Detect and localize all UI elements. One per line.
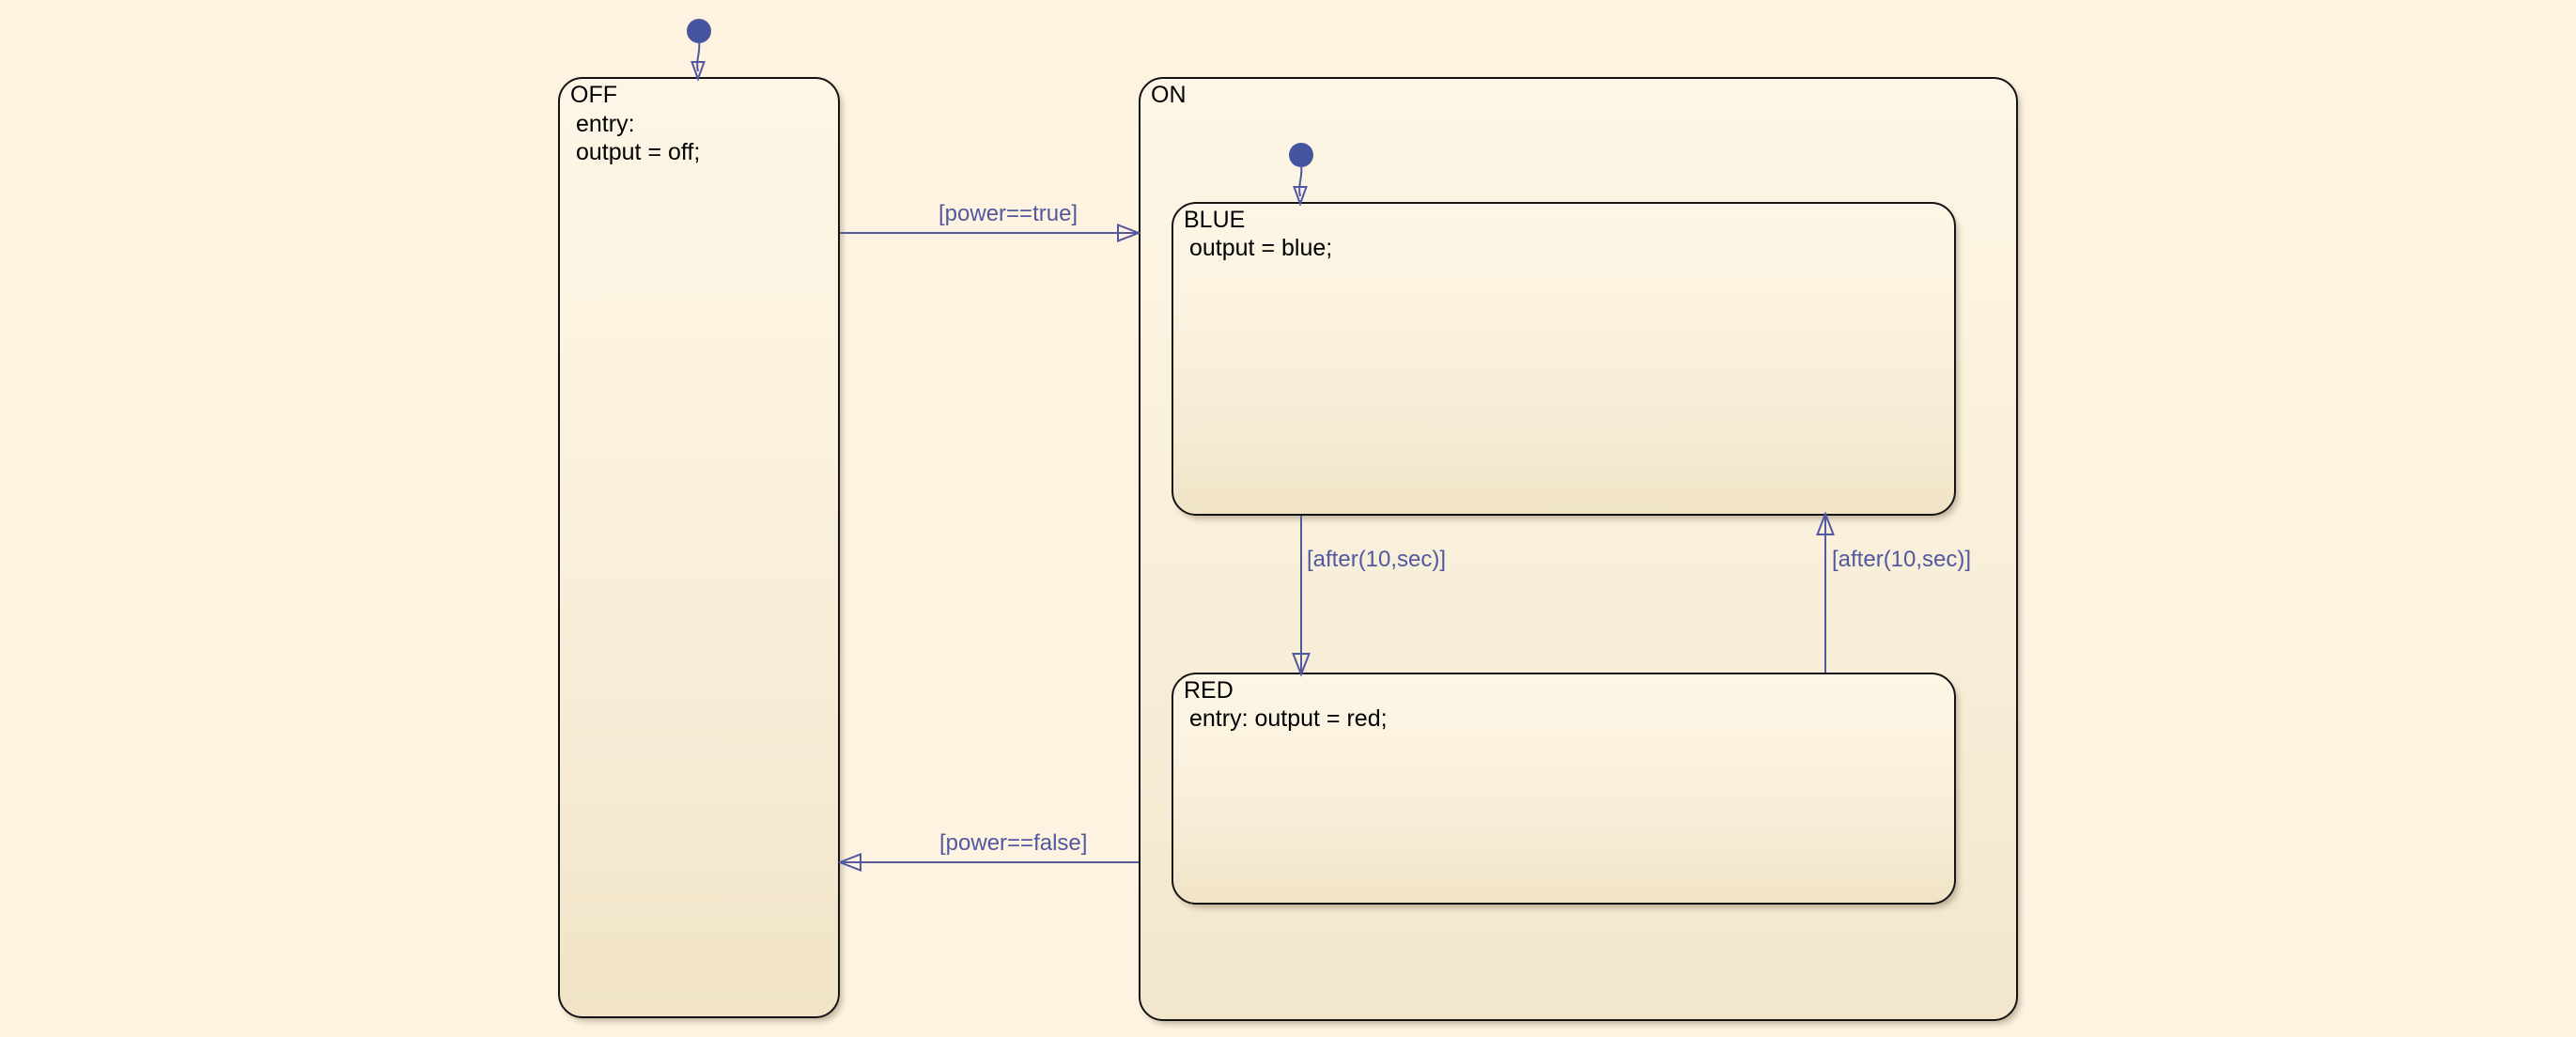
state-red[interactable]: RED entry: output = red;	[1172, 673, 1956, 905]
state-blue[interactable]: BLUE output = blue;	[1172, 202, 1956, 516]
transition-label-off-to-on: [power==true]	[939, 201, 1079, 226]
state-blue-body: output = blue;	[1189, 235, 1333, 261]
default-transition-junction-blue[interactable]	[1289, 143, 1313, 167]
transition-line-on-to-off[interactable]	[840, 861, 1139, 863]
state-blue-label: BLUE	[1184, 207, 1246, 233]
default-transition-arrow-off	[691, 40, 706, 82]
transition-arrowhead-red-to-blue	[1816, 511, 1835, 535]
state-red-body: entry: output = red;	[1189, 705, 1388, 732]
transition-label-on-to-off: [power==false]	[939, 830, 1088, 856]
state-off-body: entry: output = off;	[576, 111, 701, 165]
state-off-label: OFF	[570, 82, 617, 108]
transition-arrowhead-on-to-off	[837, 853, 861, 872]
transition-arrowhead-blue-to-red	[1292, 653, 1311, 677]
transition-arrowhead-off-to-on	[1117, 224, 1141, 242]
state-off[interactable]: OFF entry: output = off;	[558, 77, 840, 1018]
transition-line-blue-to-red[interactable]	[1300, 516, 1302, 673]
state-on-label: ON	[1151, 82, 1187, 108]
default-transition-junction-off[interactable]	[687, 19, 711, 43]
transition-label-blue-to-red: [after(10,sec)]	[1307, 547, 1447, 572]
state-red-label: RED	[1184, 677, 1234, 704]
default-transition-arrow-blue	[1293, 164, 1308, 207]
transition-line-red-to-blue[interactable]	[1824, 516, 1826, 673]
transition-line-off-to-on[interactable]	[840, 232, 1139, 234]
transition-label-red-to-blue: [after(10,sec)]	[1832, 547, 1972, 572]
